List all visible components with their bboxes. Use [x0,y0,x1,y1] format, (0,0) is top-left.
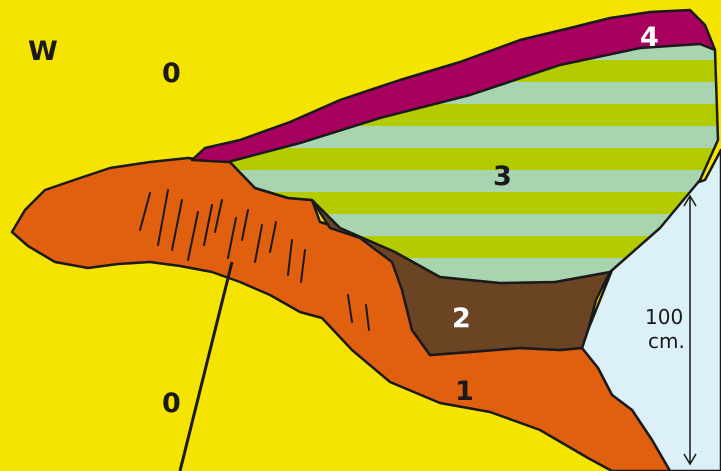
layer-2-label: 2 [452,303,471,334]
layer-1-label: 1 [455,376,474,407]
layer-0-label-top: 0 [162,58,181,89]
layer-4-label: 4 [640,22,659,53]
scale-value: 100 [645,305,683,329]
scale-unit: cm. [648,329,685,353]
layer-0-label-bottom: 0 [162,388,181,419]
direction-label: W [28,36,58,67]
layer-3-label: 3 [493,161,512,192]
